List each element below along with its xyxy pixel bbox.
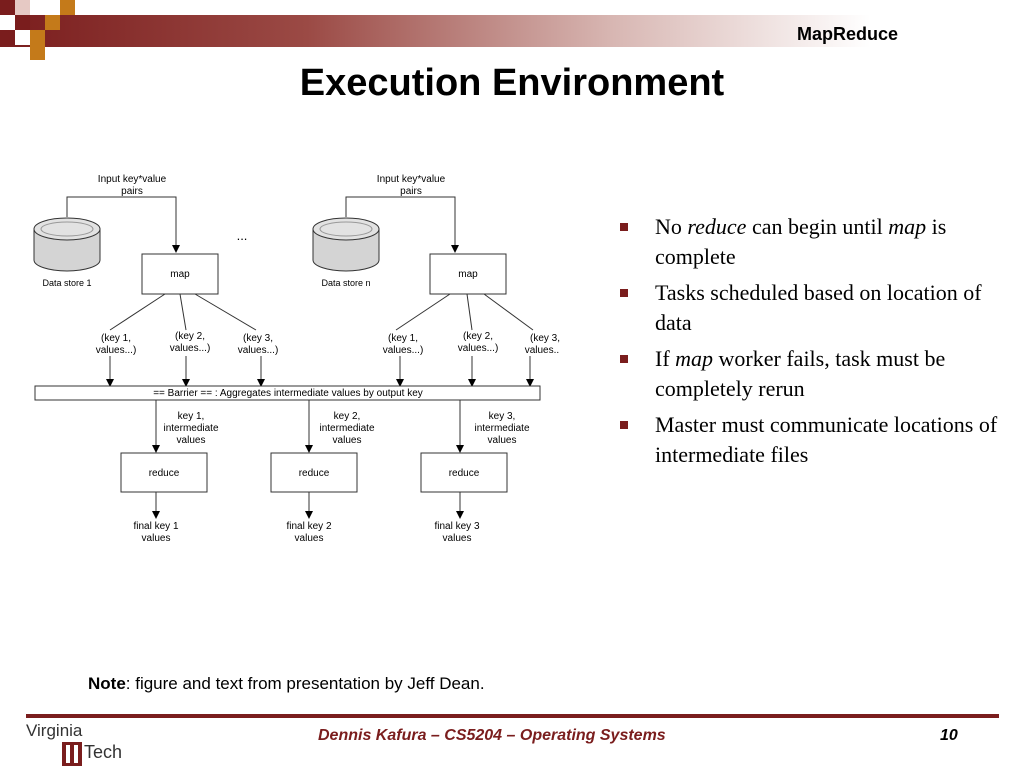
pair-key1-left: values...) xyxy=(96,345,137,356)
group-key1: key 1, xyxy=(178,411,205,422)
deco-square xyxy=(30,30,45,45)
bullet-text: No reduce can begin until map is complet… xyxy=(655,214,946,269)
pair-key2-right: values...) xyxy=(458,343,499,354)
final-key3: values xyxy=(443,533,472,544)
bullet-text: If map worker fails, task must be comple… xyxy=(655,346,945,401)
pair-key1-left: (key 1, xyxy=(101,333,131,344)
bullet-fragment: worker fails, task must be completely re… xyxy=(655,346,946,401)
deco-square xyxy=(0,30,15,45)
bullet-item: Tasks scheduled based on location of dat… xyxy=(618,278,998,338)
footer-rule xyxy=(26,714,999,718)
pair-key3-left: (key 3, xyxy=(243,333,273,344)
slide-title: Execution Environment xyxy=(299,62,725,104)
page-number: 10 xyxy=(940,727,958,744)
final-key3: final key 3 xyxy=(434,521,479,532)
input-label-n: Input key*value xyxy=(377,174,446,185)
pair-key3-left: values...) xyxy=(238,345,279,356)
group-key3: intermediate xyxy=(474,423,529,434)
data-store-n-label: Data store n xyxy=(321,278,370,288)
group-key3: values xyxy=(488,435,517,446)
virginia-tech-logo: Virginia Tech xyxy=(26,721,122,766)
bullet-item: If map worker fails, task must be comple… xyxy=(618,344,998,404)
bullet-fragment: Tasks scheduled based on location of dat… xyxy=(655,280,982,335)
bullet-list: No reduce can begin until map is complet… xyxy=(618,212,998,476)
square-bullet-icon xyxy=(620,223,628,231)
deco-square xyxy=(0,15,15,30)
pair-key2-left: (key 2, xyxy=(175,331,205,342)
pair-key3-right: values...) xyxy=(525,345,560,356)
deco-square xyxy=(15,15,30,30)
deco-square xyxy=(30,0,45,15)
barrier-label: == Barrier == : Aggregates intermediate … xyxy=(153,388,423,399)
deco-square xyxy=(15,30,30,45)
square-bullet-icon xyxy=(620,355,628,363)
bullet-emphasis: reduce xyxy=(687,214,747,239)
note-label: Note xyxy=(88,674,126,693)
input-label-1: Input key*value xyxy=(98,174,167,185)
deco-square xyxy=(45,15,60,30)
bullet-item: Master must communicate locations of int… xyxy=(618,410,998,470)
note-text: : figure and text from presentation by J… xyxy=(125,674,485,693)
reduce-label-1: reduce xyxy=(149,468,180,479)
bullet-text: Tasks scheduled based on location of dat… xyxy=(655,280,982,335)
final-key1: values xyxy=(142,533,171,544)
barrier-box xyxy=(34,385,541,401)
logo-text-virginia: Virginia xyxy=(26,721,83,740)
data-store-1-label: Data store 1 xyxy=(42,278,91,288)
square-bullet-icon xyxy=(620,421,628,429)
group-key2: key 2, xyxy=(334,411,361,422)
ellipsis: ... xyxy=(237,228,248,243)
deco-square xyxy=(30,45,45,60)
footer-author-course: Dennis Kafura – CS5204 – Operating Syste… xyxy=(318,727,666,744)
final-key2: values xyxy=(295,533,324,544)
map-box-1 xyxy=(141,253,219,295)
pair-key3-right: (key 3, xyxy=(530,333,560,344)
square-bullet-icon xyxy=(620,289,628,297)
bullet-fragment: Master must communicate locations of int… xyxy=(655,412,998,467)
map-label-n: map xyxy=(458,269,478,280)
reduce-box-2 xyxy=(270,452,358,493)
bullet-fragment: is complete xyxy=(655,214,947,269)
bullet-emphasis: map xyxy=(888,214,927,239)
reduce-box-1 xyxy=(120,452,208,493)
pair-key2-left: values...) xyxy=(170,343,211,354)
bullet-fragment: can begin until xyxy=(746,214,889,239)
pair-key2-right: (key 2, xyxy=(463,331,493,342)
map-label-1: map xyxy=(170,269,190,280)
logo-shield-icon xyxy=(62,742,82,766)
bullet-emphasis: map xyxy=(675,346,714,371)
deco-square xyxy=(0,0,15,15)
group-key1: intermediate xyxy=(163,423,218,434)
reduce-label-3: reduce xyxy=(449,468,480,479)
final-key2: final key 2 xyxy=(286,521,331,532)
source-note: Note: figure and text from presentation … xyxy=(88,674,485,694)
reduce-box-3 xyxy=(420,452,508,493)
bullet-fragment: If xyxy=(655,346,676,371)
logo-text-tech: Tech xyxy=(84,742,122,762)
map-box-n xyxy=(429,253,507,295)
bullet-text: Master must communicate locations of int… xyxy=(655,412,997,467)
group-key1: values xyxy=(177,435,206,446)
pair-key1-right: values...) xyxy=(383,345,424,356)
deco-square xyxy=(60,0,75,15)
reduce-label-2: reduce xyxy=(299,468,330,479)
bullet-item: No reduce can begin until map is complet… xyxy=(618,212,998,272)
bullet-fragment: No xyxy=(655,214,688,239)
input-label-1: pairs xyxy=(121,186,143,197)
mapreduce-diagram: Input key*value pairs Input key*value pa… xyxy=(33,174,560,544)
input-label-n: pairs xyxy=(400,186,422,197)
deco-square xyxy=(15,0,30,15)
group-key2: values xyxy=(333,435,362,446)
group-key3: key 3, xyxy=(489,411,516,422)
data-store-n-cylinder xyxy=(312,217,380,272)
group-key2: intermediate xyxy=(319,423,374,434)
pair-key1-right: (key 1, xyxy=(388,333,418,344)
final-key1: final key 1 xyxy=(133,521,178,532)
section-label: MapReduce xyxy=(796,24,898,44)
header-gradient-bar xyxy=(0,15,1024,47)
data-store-1-cylinder xyxy=(33,217,101,272)
